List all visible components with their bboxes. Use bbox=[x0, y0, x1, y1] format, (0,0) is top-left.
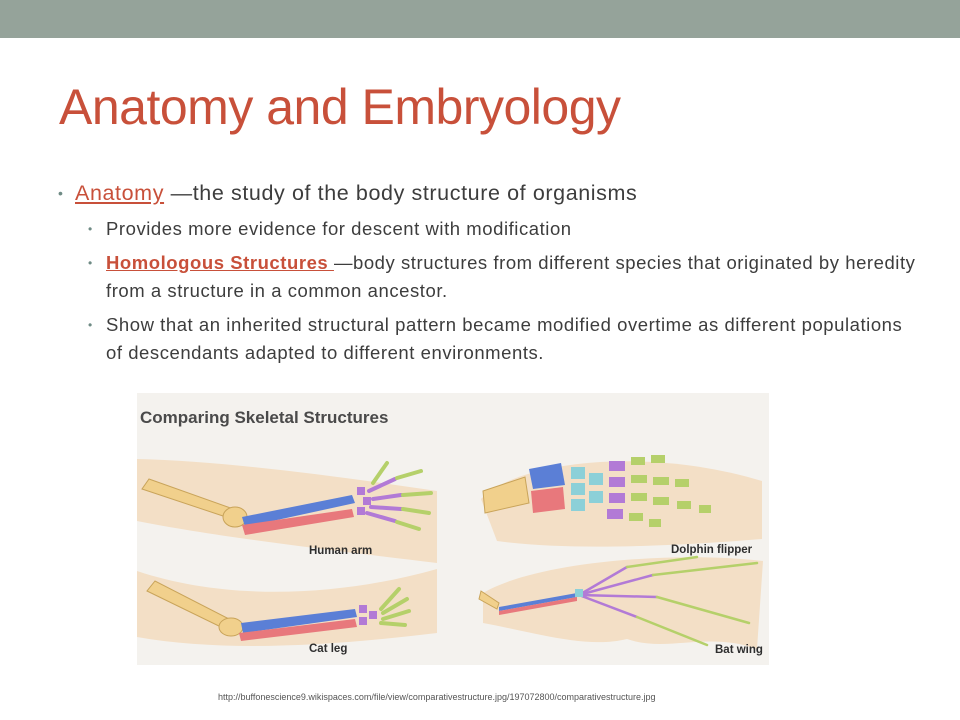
human-arm-label: Human arm bbox=[309, 545, 373, 557]
anatomy-definition: —the study of the body structure of orga… bbox=[164, 181, 638, 205]
bullet-anatomy: • Anatomy —the study of the body structu… bbox=[58, 174, 918, 212]
anatomy-link[interactable]: Anatomy bbox=[75, 181, 165, 205]
skeletal-structures-figure: Comparing Skeletal Structures Human arm … bbox=[137, 393, 769, 665]
slide-title: Anatomy and Embryology bbox=[59, 79, 621, 135]
inherited-pattern-text: Show that an inherited structural patter… bbox=[106, 314, 903, 363]
cat-leg-label: Cat leg bbox=[309, 643, 348, 655]
bat-wing-illustration bbox=[478, 555, 763, 649]
bullet-inherited-pattern: • Show that an inherited structural patt… bbox=[58, 311, 918, 367]
bullet-dot-icon: • bbox=[88, 318, 93, 332]
bat-wing-label: Bat wing bbox=[715, 644, 763, 656]
dolphin-flipper-illustration bbox=[481, 455, 762, 547]
bullet-list: • Anatomy —the study of the body structu… bbox=[58, 174, 918, 367]
bullet-dot-icon: • bbox=[88, 222, 93, 236]
header-bar bbox=[0, 0, 960, 38]
homologous-structures-link[interactable]: Homologous Structures bbox=[106, 252, 334, 273]
bullet-evidence: • Provides more evidence for descent wit… bbox=[58, 215, 918, 243]
dolphin-flipper-label: Dolphin flipper bbox=[671, 544, 753, 556]
cat-leg-illustration bbox=[137, 569, 437, 646]
figure-title: Comparing Skeletal Structures bbox=[140, 408, 389, 427]
bullet-homologous: • Homologous Structures —body structures… bbox=[58, 249, 918, 305]
image-source-caption: http://buffonescience9.wikispaces.com/fi… bbox=[218, 692, 656, 702]
evidence-text: Provides more evidence for descent with … bbox=[106, 218, 572, 239]
human-arm-illustration bbox=[137, 459, 437, 563]
bullet-dot-icon: • bbox=[58, 185, 64, 201]
bullet-dot-icon: • bbox=[88, 256, 93, 270]
homologous-definition: —body structures from different species … bbox=[106, 252, 916, 301]
